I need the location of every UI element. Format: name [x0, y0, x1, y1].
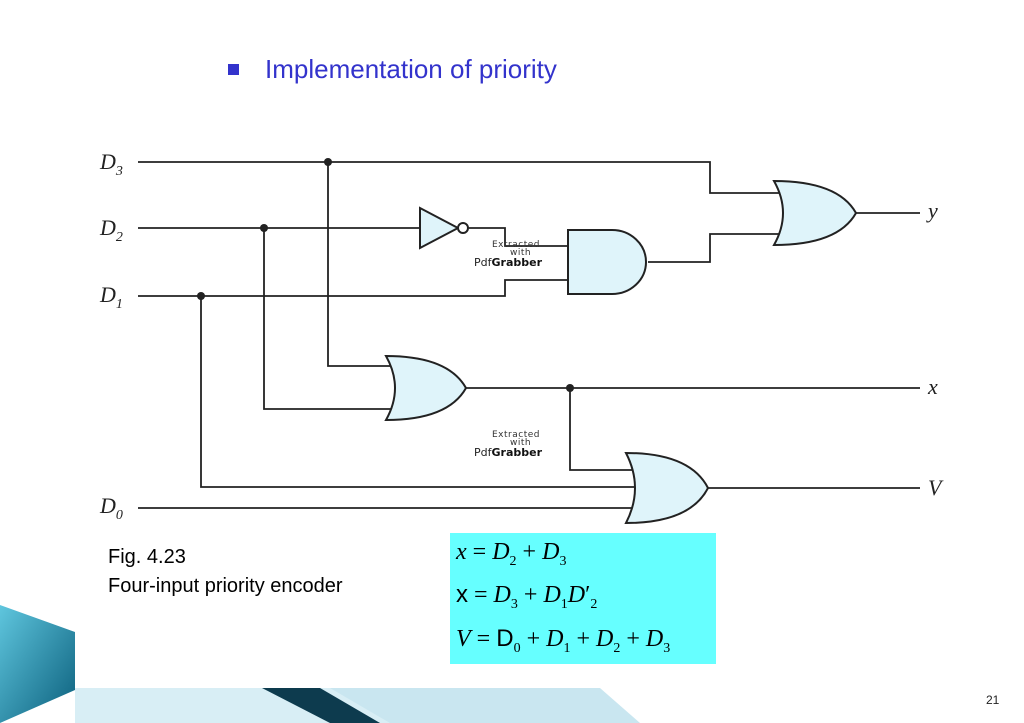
label-d3: D3: [99, 149, 123, 179]
watermark-upper: Extracted with PdfGrabber: [474, 240, 543, 269]
junctions: [197, 158, 574, 392]
watermark-line2: with: [510, 248, 531, 258]
wire-d2-tap: [263, 228, 395, 410]
junction-dot: [260, 224, 268, 232]
wires: [138, 161, 920, 509]
watermark-line1: Extracted: [492, 240, 540, 250]
page-number: 21: [986, 693, 1000, 707]
figure-number: Fig. 4.23: [108, 546, 186, 568]
equation-v: V = D0 + D1 + D2 + D3: [456, 625, 671, 656]
and-gate: [567, 229, 647, 295]
wire-d1-tap: [200, 296, 636, 488]
wire-d1: [138, 279, 568, 297]
equations-box: x = D2 + D3 x = D3 + D1D′2 V = D0 + D1 +…: [450, 533, 716, 664]
bottom-chevron-light: [330, 688, 640, 723]
label-d1: D1: [99, 282, 123, 312]
bottom-chevron-dark: [262, 688, 380, 723]
label-d0: D0: [99, 493, 123, 523]
wire-x-tap: [569, 388, 636, 471]
equation-y: x = D3 + D1D′2: [456, 581, 598, 612]
not-gate: [419, 206, 469, 250]
watermark-line1: Extracted: [492, 430, 540, 440]
wire-d3-tap: [327, 162, 395, 367]
figure-description: Four-input priority encoder: [108, 575, 343, 597]
or-gate-y: [772, 179, 858, 247]
corner-swoosh: [0, 605, 75, 723]
watermark-brand: PdfGrabber: [474, 256, 543, 269]
figure-caption: Fig. 4.23 Four-input priority encoder: [108, 543, 343, 601]
watermark-line2: with: [510, 438, 531, 448]
label-v: V: [928, 475, 944, 500]
slide-title: Implementation of priority: [228, 52, 557, 86]
watermark-brand: PdfGrabber: [474, 446, 543, 459]
equation-x: x = D2 + D3: [456, 539, 567, 569]
input-labels: D3 D2 D1 D0: [99, 149, 123, 523]
or-gate-x: [384, 354, 468, 422]
output-labels: y x V: [926, 198, 944, 500]
label-d2: D2: [99, 215, 123, 245]
junction-dot: [197, 292, 205, 300]
wire-and-out: [648, 233, 786, 263]
or-gate-v: [624, 451, 710, 525]
label-y: y: [926, 198, 938, 223]
slide-title-text: Implementation of priority: [265, 53, 557, 84]
wire-not-out: [469, 227, 568, 247]
wire-d3: [138, 161, 786, 194]
label-x: x: [927, 374, 938, 399]
watermark-lower: Extracted with PdfGrabber: [474, 430, 543, 459]
junction-dot: [566, 384, 574, 392]
junction-dot: [324, 158, 332, 166]
bullet-icon: [228, 63, 239, 75]
